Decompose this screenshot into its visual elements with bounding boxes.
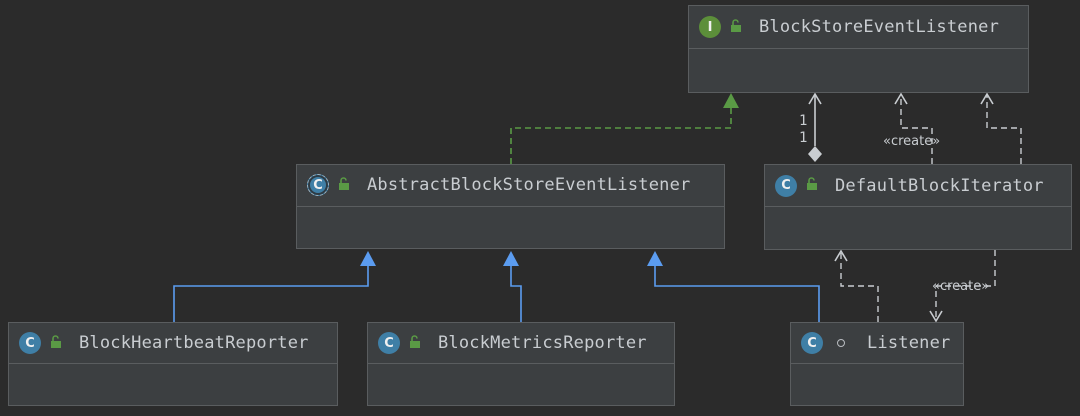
node-listener[interactable]: C Listener [790,322,964,406]
create-label-bottom: «create» [932,279,989,294]
node-header: I BlockStoreEventListener [689,6,1028,49]
unlocked-icon [729,18,743,37]
class-icon: C [19,332,41,354]
node-title: DefaultBlockIterator [835,175,1044,196]
abstract-class-icon: C [307,174,329,197]
interface-icon: I [699,16,721,38]
node-blockheartbeatreporter[interactable]: C BlockHeartbeatReporter [8,322,338,406]
node-blockmetricsreporter[interactable]: C BlockMetricsReporter [367,322,675,406]
node-title: AbstractBlockStoreEventListener [367,175,691,196]
node-header: C BlockMetricsReporter [368,323,674,364]
inheritance-edge-listener [647,251,820,322]
node-title: Listener [867,333,951,353]
node-header: C AbstractBlockStoreEventListener [297,165,724,207]
create-dependency-edge-top: «create» [883,92,940,164]
unlocked-icon [49,334,63,353]
inheritance-edge-metrics [503,251,522,322]
inheritance-edge-heartbeat [173,251,376,322]
multiplicity-top: 1 [799,113,807,129]
node-title: BlockHeartbeatReporter [79,333,309,353]
node-header: C BlockHeartbeatReporter [9,323,337,364]
realization-arrowhead [723,93,739,108]
node-title: BlockStoreEventListener [759,17,1000,37]
create-label-top: «create» [883,134,940,149]
composition-diamond [808,146,822,162]
multiplicity-bottom: 1 [799,130,807,146]
node-header: C Listener [791,323,963,364]
node-defaultblockiterator[interactable]: C DefaultBlockIterator [764,164,1072,250]
dependency-edge-listener-iterator [834,249,879,322]
class-icon: C [378,332,400,354]
class-icon: C [775,174,797,197]
node-title: BlockMetricsReporter [438,333,647,353]
package-private-icon [837,339,845,347]
dependency-edge-right [980,92,1022,164]
unlocked-icon [408,334,422,353]
node-abstractblockstoreeventlistener[interactable]: C AbstractBlockStoreEventListener [296,164,725,249]
composition-edge: 1 1 [799,92,822,162]
realization-edge [510,93,739,164]
node-blockstoreeventlistener[interactable]: I BlockStoreEventListener [688,5,1029,93]
node-header: C DefaultBlockIterator [765,165,1071,207]
class-icon: C [801,332,823,354]
create-dependency-edge-bottom: «create» [929,250,996,323]
unlocked-icon [337,176,351,195]
unlocked-icon [805,176,819,195]
